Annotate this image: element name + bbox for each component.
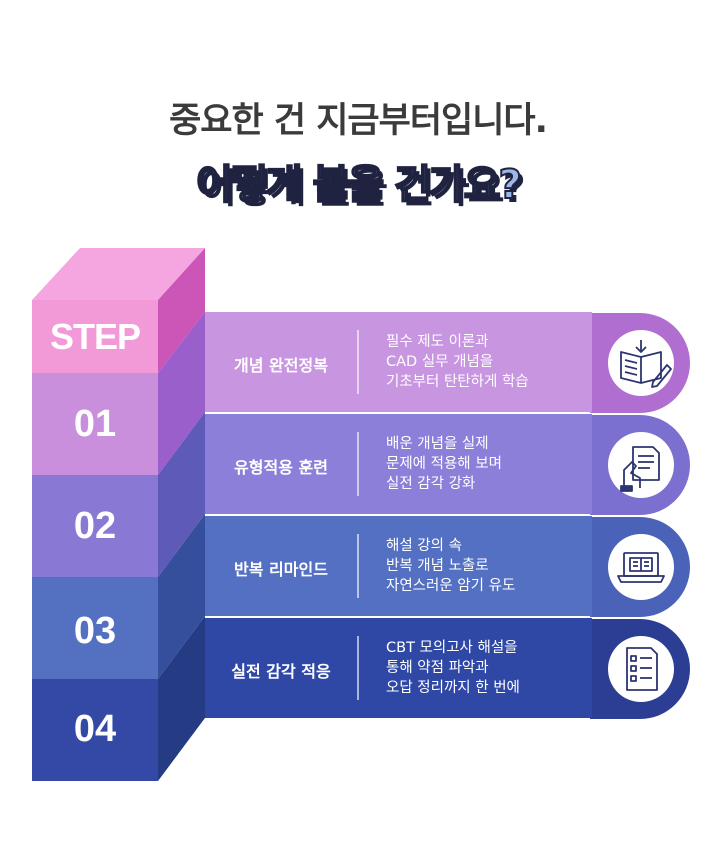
stair-block-04 (32, 679, 158, 781)
stair-top-face (32, 248, 205, 300)
stair-side-5 (158, 616, 205, 781)
stair-number-04: 04 (73, 708, 117, 750)
step-3-description: 해설 강의 속 반복 개념 노출로 자연스러운 암기 유도 (386, 538, 516, 594)
subheadline: 어떻게 볼을 건가요? (195, 161, 522, 209)
stair-label-step: STEP (49, 316, 141, 357)
row-band-3 (205, 516, 592, 616)
stair-block-step (32, 300, 158, 373)
step-4-description: CBT 모의고사 해설을 통해 약점 파악과 오답 정리까지 한 번에 (386, 640, 520, 696)
stair-number-03: 03 (73, 610, 117, 652)
laptop-book-icon (617, 552, 665, 583)
stair-number-02: 02 (73, 505, 117, 547)
step-3-title: 반복 리마인드 (234, 560, 328, 579)
stair-side-2 (158, 312, 205, 475)
hand-document-icon (620, 446, 660, 492)
step-1-description: 필수 제도 이론과 CAD 실무 개념을 기초부터 탄탄하게 학습 (386, 334, 529, 390)
step-4-title: 실전 감각 적응 (231, 662, 331, 681)
row-band-2 (205, 414, 592, 514)
step-1-title: 개념 완전정복 (234, 356, 328, 375)
stair-block-03 (32, 577, 158, 679)
stair-side-3 (158, 412, 205, 577)
stair-number-01: 01 (73, 403, 117, 445)
stair-side-1 (158, 248, 205, 373)
stair-block-02 (32, 475, 158, 577)
row-band-4 (205, 618, 592, 718)
stair-block-01 (32, 373, 158, 475)
step-2-description: 배운 개념을 실제 문제에 적용해 보며 실전 감각 강화 (386, 436, 502, 492)
open-book-pen-icon (620, 340, 672, 388)
row-band-1 (205, 312, 592, 412)
headline: 중요한 건 지금부터입니다. (169, 101, 548, 141)
step-2-title: 유형적용 훈련 (234, 458, 328, 477)
checklist-icon (626, 647, 658, 691)
stair-side-4 (158, 514, 205, 679)
